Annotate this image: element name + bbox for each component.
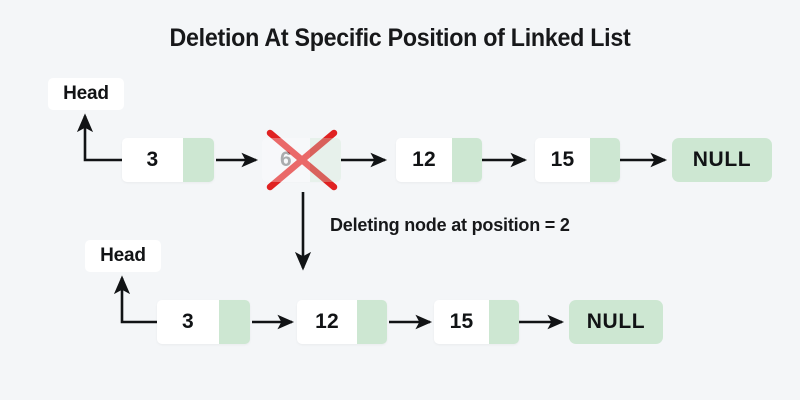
list-node-12-before[interactable]: 12: [396, 138, 482, 182]
node-pointer: [489, 300, 519, 344]
node-pointer: [183, 138, 214, 182]
list-node-15-after[interactable]: 15: [434, 300, 519, 344]
head-label-after: Head: [85, 240, 161, 272]
page-title: Deletion At Specific Position of Linked …: [169, 24, 631, 52]
node-value: 15: [535, 138, 590, 182]
null-terminator-before: NULL: [672, 138, 772, 182]
node-pointer: [452, 138, 482, 182]
node-pointer: [357, 300, 387, 344]
node-value: 15: [434, 300, 489, 344]
node-pointer: [310, 138, 341, 182]
list-node-12-after[interactable]: 12: [297, 300, 387, 344]
node-value: 12: [297, 300, 357, 344]
head-connector-before: [76, 113, 122, 162]
head-label-before: Head: [48, 78, 124, 110]
list-node-3-before[interactable]: 3: [122, 138, 214, 182]
null-terminator-after: NULL: [569, 300, 663, 344]
transition-annotation: Deleting node at position = 2: [330, 215, 570, 235]
head-connector-after: [113, 275, 157, 324]
node-pointer: [590, 138, 620, 182]
list-node-6-before-deleted[interactable]: 6: [262, 138, 341, 182]
node-value: 12: [396, 138, 452, 182]
list-node-15-before[interactable]: 15: [535, 138, 620, 182]
node-value: 6: [262, 138, 310, 182]
node-value: 3: [122, 138, 183, 182]
list-node-3-after[interactable]: 3: [157, 300, 250, 344]
node-value: 3: [157, 300, 219, 344]
node-pointer: [219, 300, 250, 344]
